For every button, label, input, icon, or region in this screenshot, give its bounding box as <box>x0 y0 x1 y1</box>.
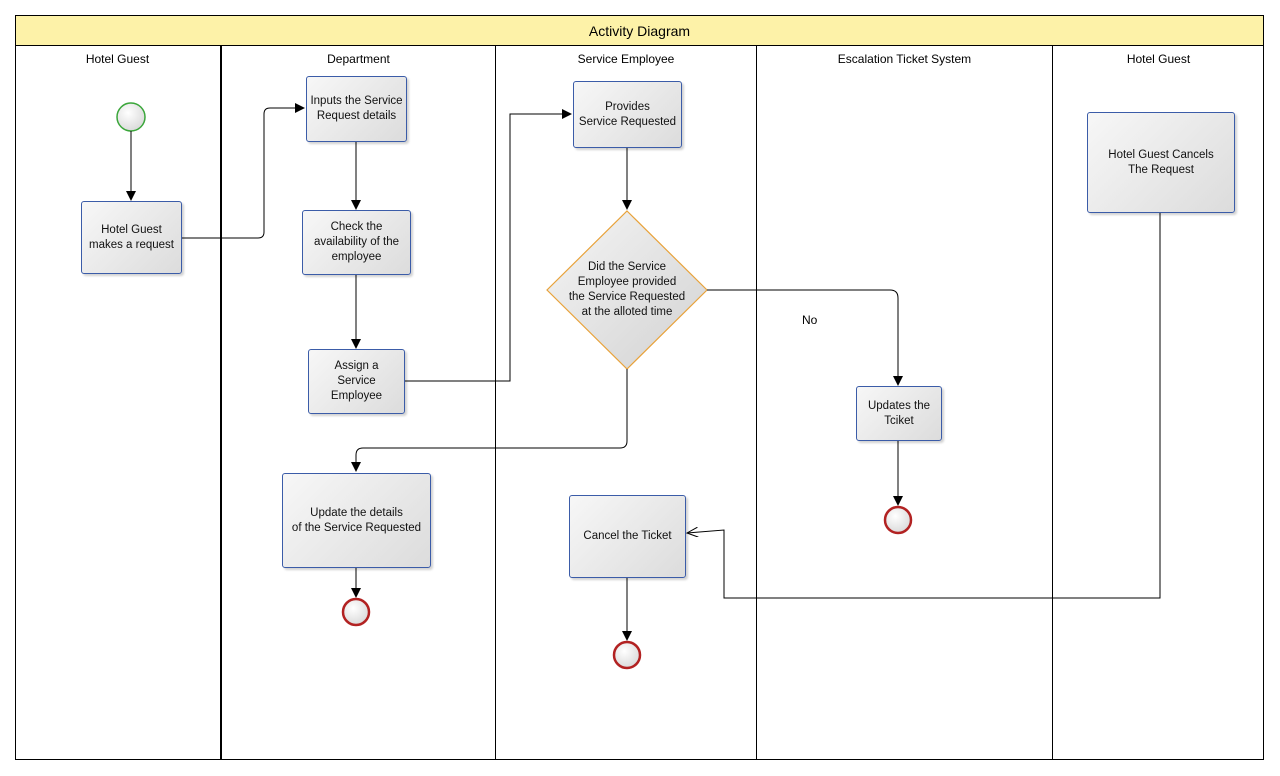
node-update-details-label: Update the details of the Service Reques… <box>291 506 422 534</box>
diagram-title: Activity Diagram <box>15 15 1264 46</box>
node-guest-cancels: Hotel Guest Cancels The Request <box>1087 112 1235 213</box>
lane-hotel-guest: Hotel Guest <box>15 46 221 760</box>
node-updates-ticket: Updates the Tciket <box>856 386 942 441</box>
node-inputs-request: Inputs the Service Request details <box>306 76 407 142</box>
node-guest-cancels-label: Hotel Guest Cancels The Request <box>1108 148 1214 176</box>
lane-hotel-guest-2: Hotel Guest <box>1053 46 1264 760</box>
node-assign-employee-label: Assign a Service Employee <box>330 360 383 402</box>
node-check-availability-label: Check the availability of the employee <box>313 221 400 263</box>
node-make-request: Hotel Guest makes a request <box>81 201 182 274</box>
lane-header-service-employee: Service Employee <box>577 52 675 66</box>
node-updates-ticket-label: Updates the Tciket <box>867 399 930 427</box>
node-make-request-label: Hotel Guest makes a request <box>88 223 174 251</box>
lane-header-escalation-ticket-system: Escalation Ticket System <box>837 52 972 66</box>
node-provides-service: Provides Service Requested <box>573 81 682 148</box>
node-cancel-ticket: Cancel the Ticket <box>569 495 686 578</box>
edge-label-no: No <box>802 313 818 327</box>
node-provides-service-label: Provides Service Requested <box>578 100 677 128</box>
lane-header-hotel-guest-2: Hotel Guest <box>1126 52 1191 66</box>
lane-header-department: Department <box>327 52 390 66</box>
lane-service-employee: Service Employee <box>496 46 757 760</box>
node-assign-employee: Assign a Service Employee <box>308 349 405 414</box>
node-check-availability: Check the availability of the employee <box>302 210 411 275</box>
node-cancel-ticket-label: Cancel the Ticket <box>583 530 672 542</box>
lane-header-hotel-guest: Hotel Guest <box>85 52 150 66</box>
decision-label: Did the Service Employee provided the Se… <box>568 261 686 318</box>
node-inputs-request-label: Inputs the Service Request details <box>310 95 403 122</box>
node-update-details: Update the details of the Service Reques… <box>282 473 431 568</box>
